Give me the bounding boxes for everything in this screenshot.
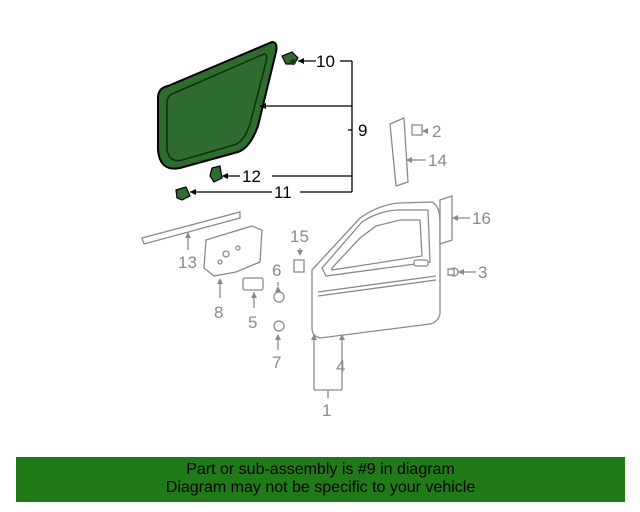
- part-15: [293, 259, 305, 273]
- arrowheads-dark: [190, 58, 304, 195]
- clip-3: [447, 267, 459, 277]
- banner-line-1: Part or sub-assembly is #9 in diagram: [186, 461, 455, 478]
- callout-9: 9: [358, 121, 367, 140]
- callout-1: 1: [322, 401, 331, 420]
- moulding-16: [439, 195, 453, 245]
- callout-3: 3: [478, 263, 487, 282]
- part-6: [273, 291, 285, 303]
- callout-11: 11: [274, 183, 292, 202]
- callout-14: 14: [428, 151, 447, 170]
- callout-2: 2: [432, 122, 441, 141]
- belt-moulding-13: [141, 211, 241, 245]
- clip-10-icon: [281, 51, 299, 65]
- callout-15: 15: [290, 227, 309, 246]
- callout-8: 8: [214, 303, 223, 322]
- callout-13: 13: [178, 253, 197, 272]
- callout-16: 16: [472, 209, 491, 228]
- clip-11-icon: [175, 186, 191, 201]
- callout-10: 10: [316, 52, 335, 71]
- pillar-trim-14: [389, 117, 409, 187]
- service-cover-8: [203, 225, 263, 277]
- clip-2: [411, 124, 423, 136]
- clip-12-icon: [209, 165, 223, 183]
- callout-6: 6: [272, 261, 281, 280]
- arrowheads-grey: [185, 128, 464, 340]
- callout-4: 4: [336, 357, 345, 376]
- info-banner: Part or sub-assembly is #9 in diagram Di…: [16, 457, 625, 502]
- door-shell-1: [311, 201, 441, 339]
- callout-12: 12: [242, 167, 261, 186]
- weatherstrip-9-highlight[interactable]: [157, 40, 278, 170]
- banner-line-2: Diagram may not be specific to your vehi…: [165, 479, 476, 496]
- callout-5: 5: [248, 313, 257, 332]
- part-7: [273, 320, 285, 332]
- callout-7: 7: [272, 353, 281, 372]
- part-5: [242, 277, 264, 291]
- parts-diagram: 10 9 12 11 2 14 16 3 15 6 13 8 5 7 4 1: [141, 40, 491, 420]
